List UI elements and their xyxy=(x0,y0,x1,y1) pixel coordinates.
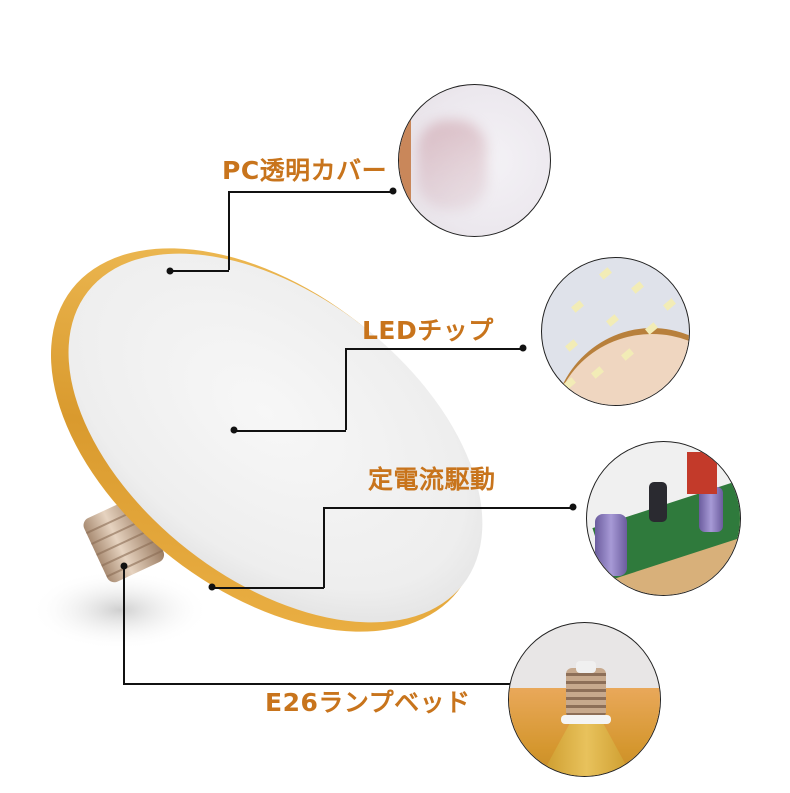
screw-thread xyxy=(566,668,606,718)
dot-base-bulb xyxy=(120,562,128,570)
label-e26-base: E26ランプベッド xyxy=(265,688,471,717)
tip xyxy=(576,661,596,673)
leader-line-chip-v xyxy=(345,348,347,430)
white-collar xyxy=(561,715,611,724)
dot-cover-circle xyxy=(389,187,397,195)
leader-line-chip xyxy=(345,348,523,350)
leader-line-cover-v xyxy=(228,191,230,270)
capacitor-small xyxy=(699,487,723,532)
dot-cover-bulb xyxy=(166,267,174,275)
label-led-chip: LEDチップ xyxy=(362,316,494,345)
detail-circle-cover xyxy=(398,84,551,237)
dot-chip-bulb xyxy=(230,426,238,434)
transformer xyxy=(687,452,717,494)
leader-line-cover-h2 xyxy=(170,270,229,272)
detail-circle-driver xyxy=(586,441,741,596)
leader-line-cover xyxy=(228,191,393,193)
dot-chip-circle xyxy=(519,344,527,352)
dot-driver-circle xyxy=(569,503,577,511)
label-pc-cover: PC透明カバー xyxy=(222,156,388,185)
leader-line-base-v xyxy=(123,566,125,684)
label-constant-current-driver: 定電流駆動 xyxy=(368,465,496,494)
detail-circle-base xyxy=(508,622,661,777)
led-chips xyxy=(542,258,689,405)
capacitor-large xyxy=(595,514,627,576)
gold-edge xyxy=(399,105,411,215)
leader-line-driver-h2 xyxy=(212,587,324,589)
detail-circle-led-chip xyxy=(541,257,690,406)
capacitor-black xyxy=(649,482,667,522)
leader-line-chip-h2 xyxy=(234,430,346,432)
leader-line-driver xyxy=(323,507,573,509)
leader-line-driver-v xyxy=(323,507,325,588)
dot-driver-bulb xyxy=(208,583,216,591)
hand-silhouette xyxy=(417,120,487,210)
leader-line-base xyxy=(123,683,523,685)
